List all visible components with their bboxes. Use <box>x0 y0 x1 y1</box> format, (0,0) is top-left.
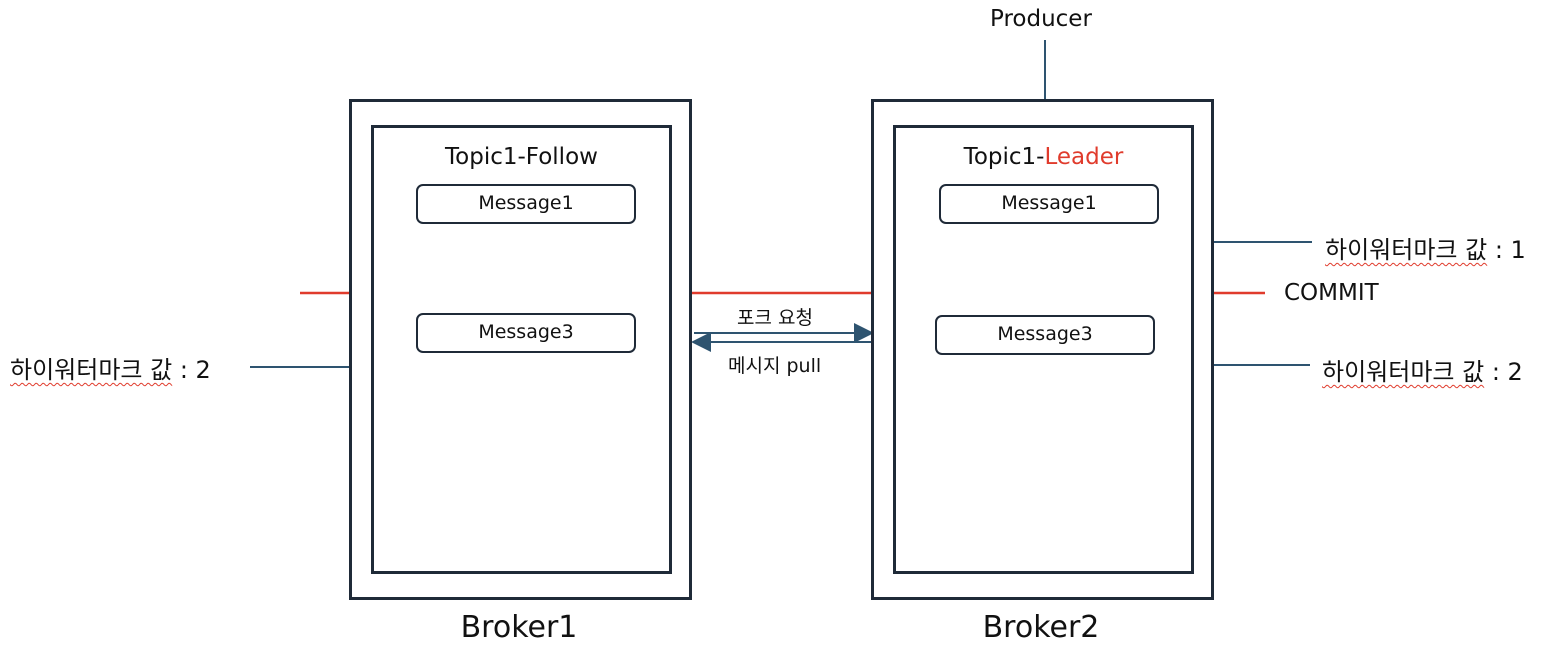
commit-label: COMMIT <box>1284 280 1379 306</box>
broker1-topic-partition: Topic1-Follow Message1 Message3 <box>371 125 672 574</box>
leader-high-watermark-label-2: 하이워터마크 값 : 2 <box>1322 352 1523 387</box>
follower-high-watermark-value: : 2 <box>179 356 211 384</box>
broker1-message3: Message3 <box>416 313 636 353</box>
producer-label: Producer <box>990 6 1092 32</box>
leader-high-watermark-value-1: : 1 <box>1494 236 1526 264</box>
broker2-topic-role: Leader <box>1044 144 1124 170</box>
leader-high-watermark-label-1: 하이워터마크 값 : 1 <box>1325 230 1526 265</box>
leader-high-watermark-text-1: 하이워터마크 값 <box>1325 236 1488 264</box>
broker1-message1: Message1 <box>416 184 636 224</box>
broker1-box: Topic1-Follow Message1 Message3 <box>349 99 692 600</box>
broker2-topic-title: Topic1-Leader <box>896 144 1191 170</box>
broker1-topic-name: Topic1-Follow <box>445 144 598 170</box>
broker2-topic-partition: Topic1-Leader Message1 Message3 <box>893 125 1194 574</box>
fetch-request-label: 포크 요청 <box>737 307 813 329</box>
broker2-message1: Message1 <box>939 184 1159 224</box>
follower-high-watermark-text: 하이워터마크 값 <box>10 356 173 384</box>
broker2-message3: Message3 <box>935 315 1155 355</box>
broker1-label: Broker1 <box>460 610 578 645</box>
broker2-topic-name: Topic1- <box>963 144 1045 170</box>
broker1-topic-title: Topic1-Follow <box>374 144 669 170</box>
leader-high-watermark-text-2: 하이워터마크 값 <box>1322 358 1485 386</box>
message-pull-label: 메시지 pull <box>728 355 822 377</box>
broker2-label: Broker2 <box>982 610 1100 645</box>
leader-high-watermark-value-2: : 2 <box>1491 358 1523 386</box>
broker2-box: Topic1-Leader Message1 Message3 <box>871 99 1214 600</box>
follower-high-watermark-label: 하이워터마크 값 : 2 <box>10 350 211 385</box>
